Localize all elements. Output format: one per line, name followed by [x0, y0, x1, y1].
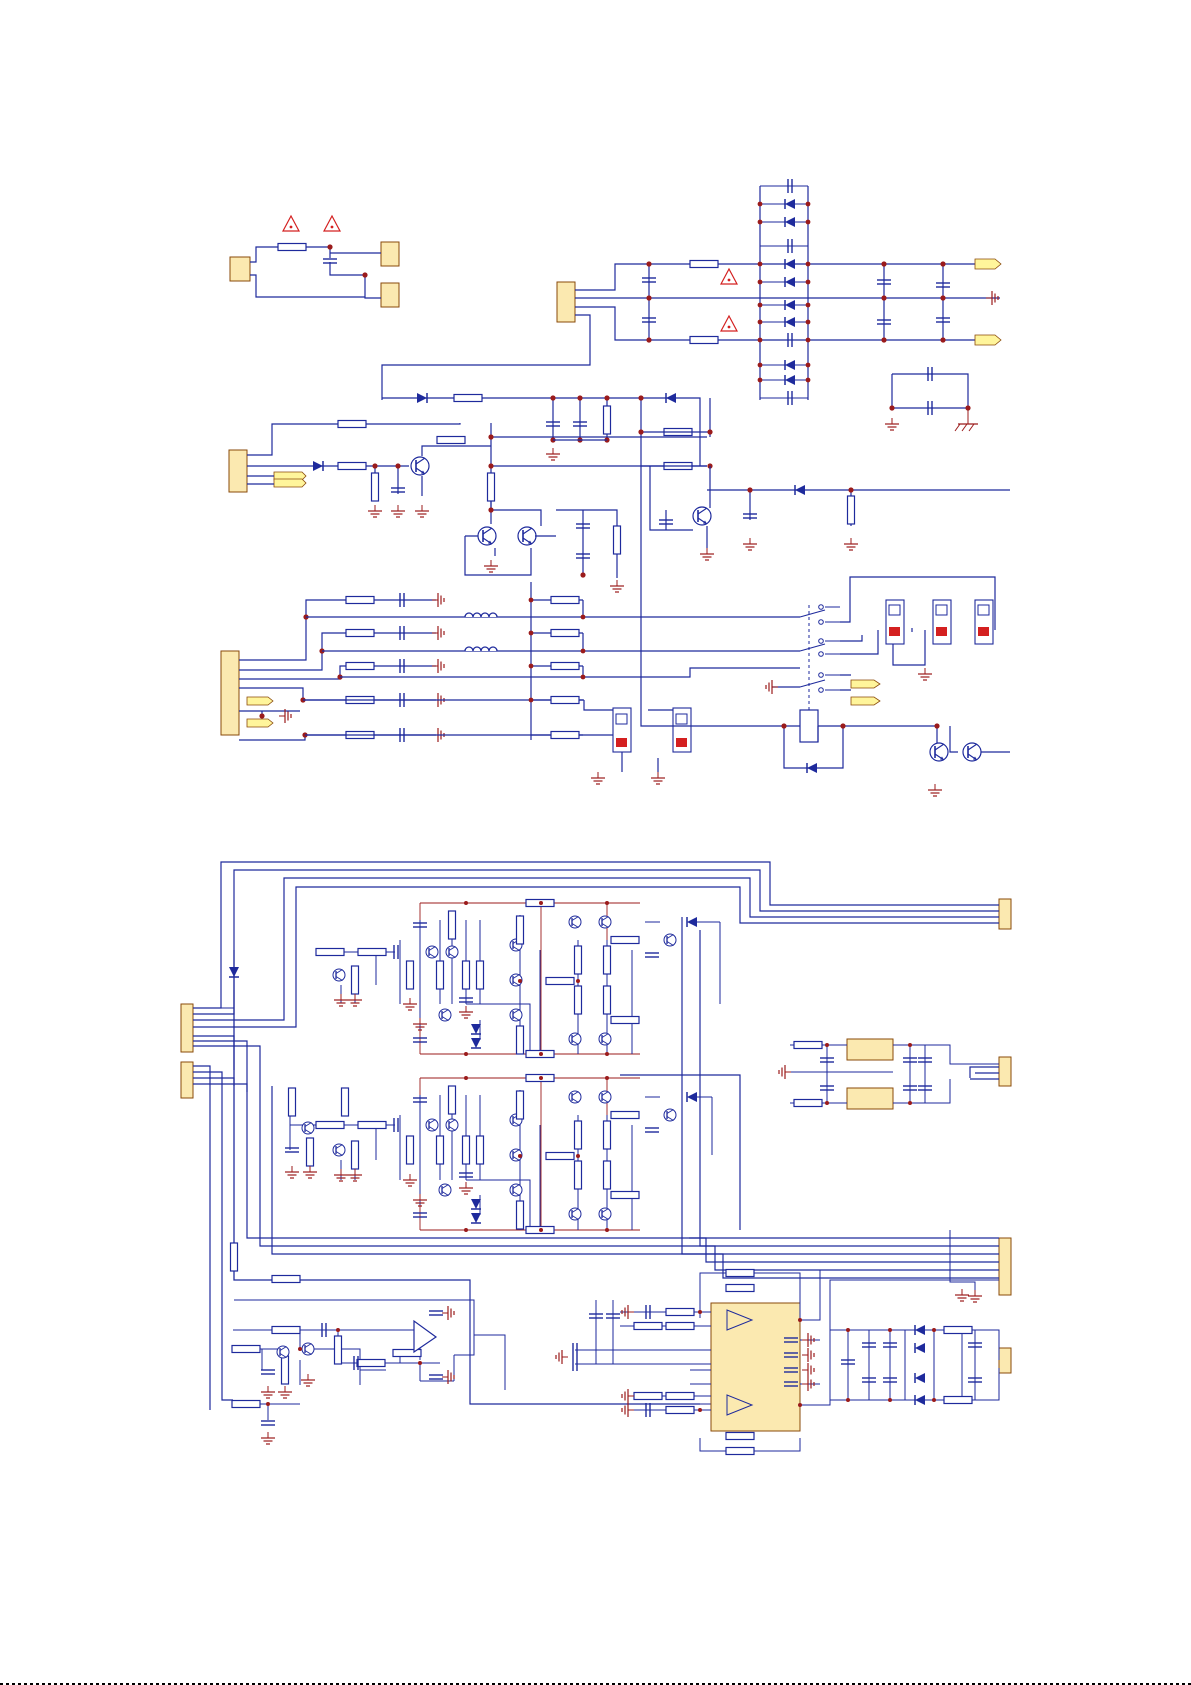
netlabel-negative-rail [975, 335, 1001, 345]
bus-connector[interactable] [999, 1238, 1011, 1295]
ground-icon [432, 593, 444, 607]
transistor-q6 [963, 743, 981, 761]
ground-icon [415, 505, 429, 517]
warning-triangle-icon [721, 269, 737, 284]
netlabel-out-a [247, 697, 273, 705]
control-connector[interactable] [229, 450, 247, 492]
ground-icon [918, 668, 932, 680]
ground-icon [743, 538, 757, 550]
output-connector-top[interactable] [999, 899, 1011, 929]
auxiliary-supply-block [830, 1230, 999, 1405]
netlabel-control-b [274, 479, 306, 487]
ground-icon [432, 626, 444, 640]
regulator-ic-negative [847, 1088, 893, 1109]
transformer-connector[interactable] [557, 282, 575, 322]
ground-icon [546, 448, 560, 460]
netlabel-relay-a [851, 680, 880, 688]
ground-icon [928, 784, 942, 796]
dual-opamp-ic [711, 1303, 800, 1431]
power-amp-channel-right [285, 1075, 712, 1234]
warning-triangle-icon [324, 216, 340, 231]
supply-connector[interactable] [999, 1348, 1011, 1373]
warning-triangle-icon [721, 316, 737, 331]
ground-icon [766, 680, 778, 694]
dual-opamp-block [556, 1270, 999, 1455]
mains-switch-connector-a[interactable] [381, 242, 399, 266]
inductor-b [465, 647, 497, 651]
mains-connector[interactable] [230, 257, 250, 281]
netlabel-relay-b [851, 697, 880, 705]
netlabel-positive-rail [975, 259, 1001, 269]
opamp-buffer [414, 1321, 436, 1352]
inductor-a [465, 613, 497, 617]
input-connector-b[interactable] [181, 1062, 193, 1098]
ground-icon [368, 505, 382, 517]
speaker-output-block [221, 582, 800, 784]
transistor-q3 [478, 527, 496, 545]
transistor-q1 [411, 457, 429, 475]
ground-icon [651, 772, 665, 784]
ground-icon [885, 418, 899, 430]
protection-control-block [229, 393, 1010, 592]
transistor-q2 [693, 507, 711, 525]
speaker-output-connector[interactable] [221, 651, 239, 735]
ground-icon [844, 538, 858, 550]
ground-icon [610, 580, 624, 592]
power-amp-channel-left [316, 900, 720, 1058]
ground-icon [432, 659, 444, 673]
bridge-rectifier-block [382, 179, 1001, 431]
mains-switch-connector-b[interactable] [381, 283, 399, 307]
regulator-connector[interactable] [999, 1057, 1011, 1086]
ground-icon [700, 548, 714, 560]
input-connector-a[interactable] [181, 1004, 193, 1052]
relay-coil [800, 710, 818, 742]
transistor-q4 [518, 527, 536, 545]
netlabel-out-b [247, 719, 273, 727]
mains-input-block [230, 216, 399, 307]
regulator-ic-positive [847, 1039, 893, 1060]
transistor-q5 [930, 743, 948, 761]
chassis-ground-icon [955, 408, 978, 431]
voltage-regulator-block [779, 1039, 999, 1109]
warning-triangle-icon [283, 216, 299, 231]
ground-icon [391, 505, 405, 517]
ground-icon [591, 772, 605, 784]
ground-icon [484, 560, 498, 572]
